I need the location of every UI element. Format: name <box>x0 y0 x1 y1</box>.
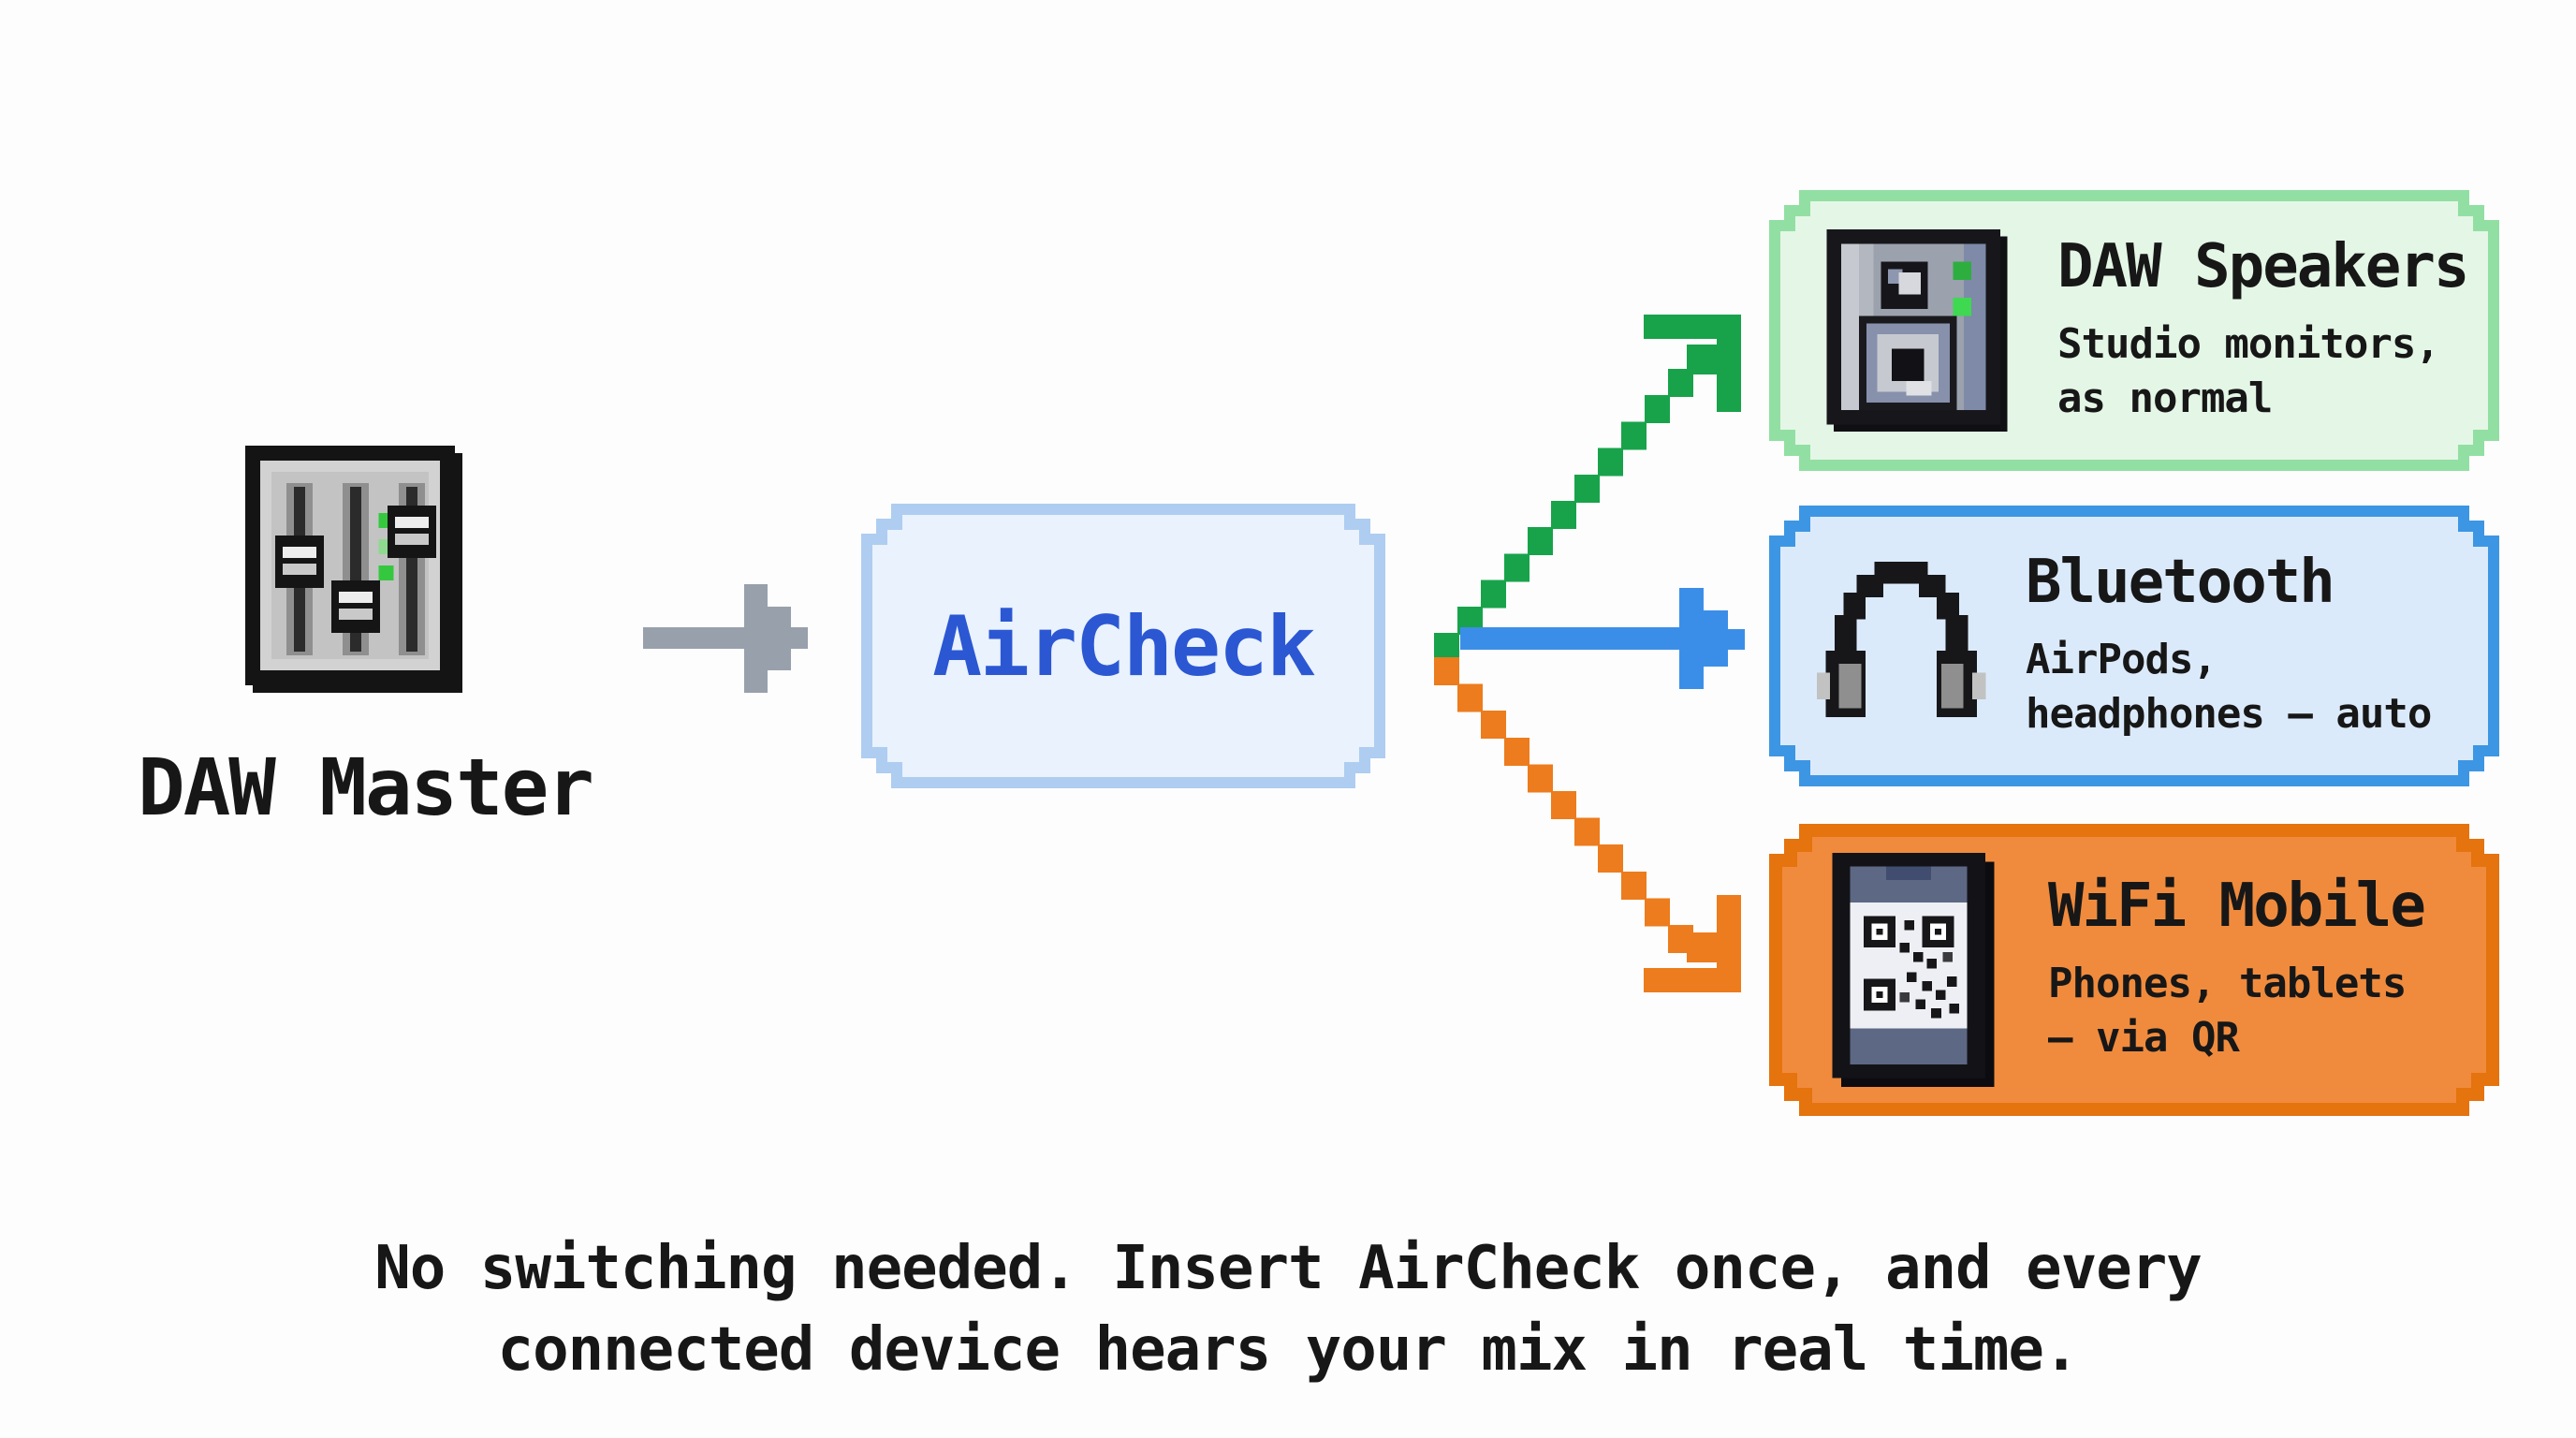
hub-label: AirCheck <box>932 597 1314 695</box>
wifi-box: WiFi Mobile Phones, tablets — via QR <box>1769 824 2499 1116</box>
phone-qr-icon <box>1814 853 2012 1087</box>
wifi-title: WiFi Mobile <box>2048 872 2424 942</box>
source-label: DAW Master <box>138 741 594 833</box>
arrow-to-bluetooth-icon <box>1460 588 1745 689</box>
right-arrow-icon <box>643 584 808 693</box>
bluetooth-box: Bluetooth AirPods, headphones — auto <box>1769 506 2499 786</box>
hub-box: AirCheck <box>861 504 1385 788</box>
bluetooth-box-fill <box>1780 517 2488 775</box>
speakers-title: DAW Speakers <box>2057 232 2468 302</box>
bluetooth-subtitle-line1: AirPods, <box>2026 636 2217 684</box>
headphones-icon <box>1812 552 1990 740</box>
bluetooth-title: Bluetooth <box>2026 548 2334 618</box>
hub-box-fill <box>872 515 1374 777</box>
wifi-subtitle-line2: — via QR <box>2048 1013 2239 1062</box>
speakers-box: DAW Speakers Studio monitors, as normal <box>1769 190 2499 471</box>
speakers-subtitle-line1: Studio monitors, <box>2057 320 2439 369</box>
arrow-to-speakers-icon <box>1434 315 1741 661</box>
speaker-icon <box>1812 222 2022 439</box>
wifi-subtitle-line1: Phones, tablets <box>2048 960 2407 1008</box>
arrow-to-wifi-icon <box>1434 657 1741 992</box>
caption-line-2: connected device hears your mix in real … <box>497 1315 2080 1385</box>
mixer-icon <box>234 438 474 708</box>
bluetooth-subtitle-line2: headphones — auto <box>2026 689 2432 738</box>
caption-line-1: No switching needed. Insert AirCheck onc… <box>374 1234 2203 1303</box>
speakers-subtitle-line2: as normal <box>2057 374 2273 422</box>
